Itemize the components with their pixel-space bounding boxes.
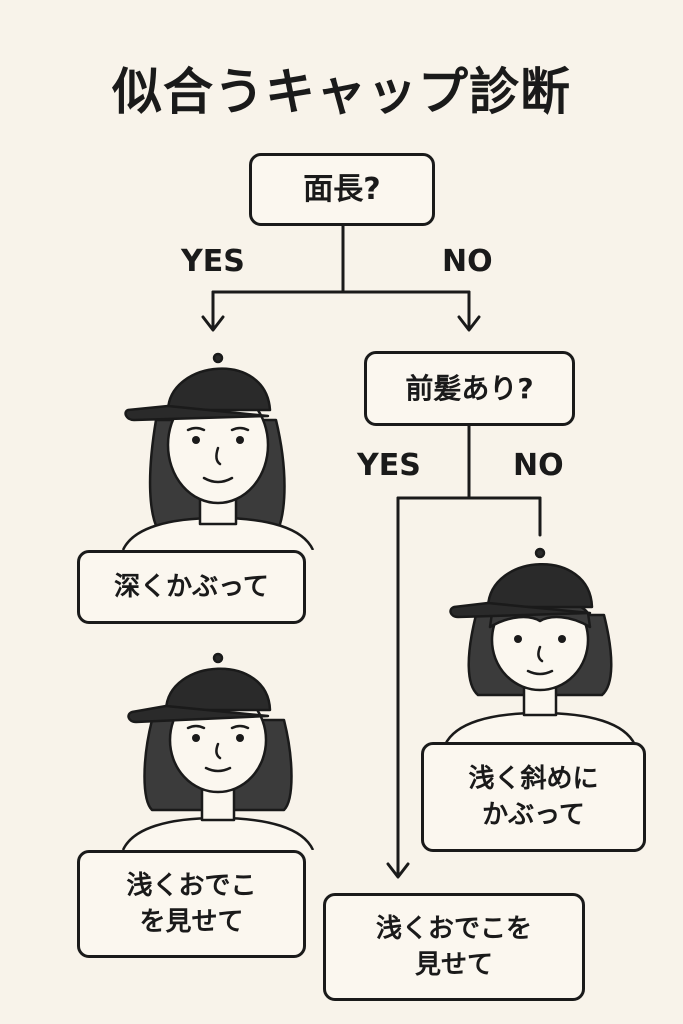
question-root-box: 面長?	[249, 153, 435, 226]
question-second-text: 前髪あり?	[405, 371, 534, 405]
result-slanted-text: 浅く斜めに かぶって	[468, 763, 599, 830]
label-yes-2: YES	[357, 448, 421, 483]
arrowhead-yes2	[386, 862, 410, 879]
result-forehead-right-text: 浅くおでこを 見せて	[375, 913, 532, 980]
page-title: 似合うキャップ診断	[112, 63, 571, 121]
result-forehead-left-text: 浅くおでこ を見せて	[126, 870, 257, 937]
question-second-box: 前髪あり?	[364, 351, 575, 426]
medium-hair-person-illustration	[121, 652, 315, 850]
question-root-text: 面長?	[303, 171, 381, 207]
label-no-2: NO	[513, 448, 564, 483]
label-yes-1: YES	[181, 244, 245, 279]
long-face-person-illustration	[121, 352, 315, 550]
result-slanted-box: 浅く斜めに かぶって	[421, 742, 646, 852]
result-forehead-right-box: 浅くおでこを 見せて	[323, 893, 585, 1001]
arrowhead-no1	[457, 315, 481, 332]
result-forehead-left-box: 浅くおでこ を見せて	[77, 850, 306, 958]
result-deep-text: 深くかぶって	[114, 571, 269, 602]
result-deep-box: 深くかぶって	[77, 550, 306, 624]
bangs-person-illustration	[443, 547, 637, 745]
arrowhead-yes1	[201, 315, 225, 332]
label-no-1: NO	[442, 244, 493, 279]
